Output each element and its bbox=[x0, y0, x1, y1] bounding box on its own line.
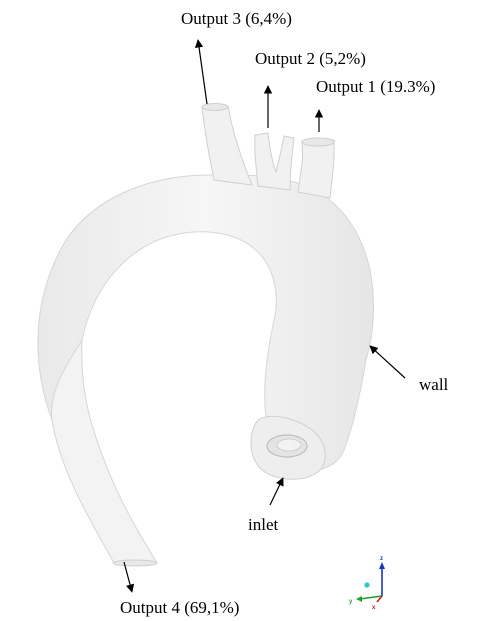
z-axis-label: z bbox=[380, 556, 383, 562]
z-axis-head bbox=[379, 562, 385, 569]
wall-label: wall bbox=[419, 375, 449, 394]
y-axis-head bbox=[356, 596, 362, 602]
descending-aorta bbox=[52, 340, 157, 563]
y-axis-label: y bbox=[349, 599, 353, 605]
output-3-branch bbox=[202, 106, 252, 185]
inlet-arrow bbox=[270, 478, 283, 505]
output-1-opening bbox=[302, 138, 334, 146]
output-4-opening bbox=[113, 560, 157, 566]
output-1-branch bbox=[298, 140, 334, 198]
output-3-opening bbox=[202, 104, 228, 111]
origin-marker bbox=[364, 582, 369, 587]
output-2-label: Output 2 (5,2%) bbox=[255, 49, 366, 68]
x-axis-label: x bbox=[372, 605, 376, 611]
wall-arrow bbox=[370, 346, 405, 378]
inlet-label: inlet bbox=[248, 515, 278, 534]
aorta-vessel bbox=[38, 104, 374, 567]
output-3-arrow bbox=[198, 40, 207, 104]
inlet-opening-inner bbox=[277, 439, 301, 451]
axis-triad: z y x bbox=[349, 556, 385, 611]
output-4-arrow bbox=[124, 562, 132, 592]
output-2-branch bbox=[255, 133, 294, 190]
y-axis bbox=[360, 596, 382, 599]
output-1-label: Output 1 (19.3%) bbox=[316, 77, 435, 96]
output-3-label: Output 3 (6,4%) bbox=[181, 9, 292, 28]
output-4-label: Output 4 (69,1%) bbox=[120, 598, 239, 617]
